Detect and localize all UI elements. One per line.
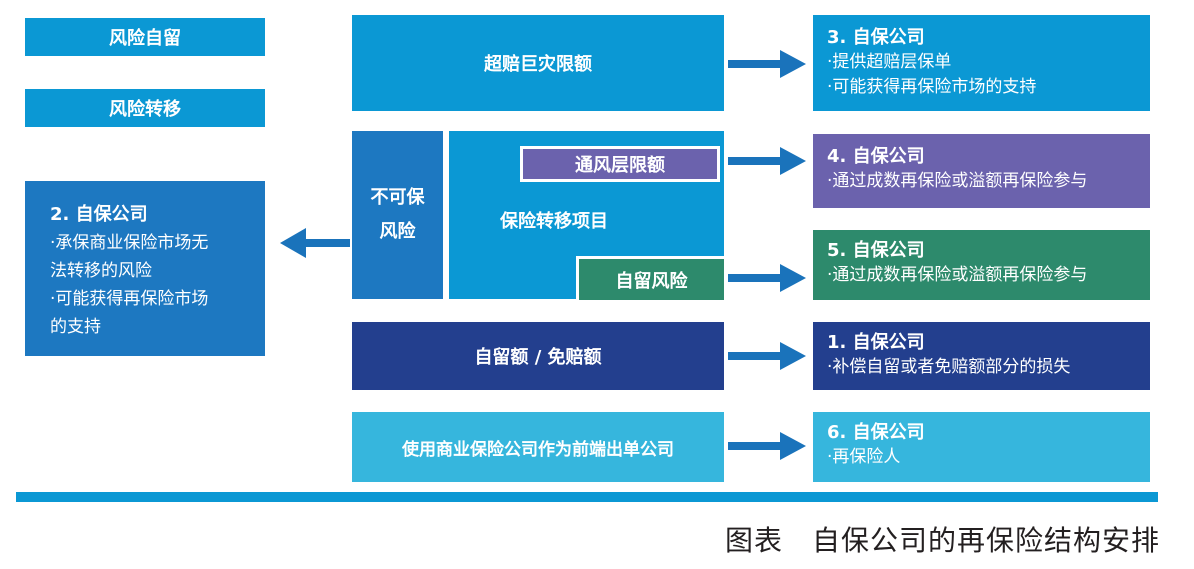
captive-2-title: 2. 自保公司 (50, 204, 148, 225)
fronting-box: 使用商业保险公司作为前端出单公司 (352, 412, 724, 482)
captive-1-title: 1. 自保公司 (827, 332, 925, 353)
arrow-right-icon (728, 50, 806, 78)
captive-2-box: 2. 自保公司 ·承保商业保险市场无 法转移的风险 ·可能获得再保险市场 的支持 (25, 181, 265, 356)
arrow-right-icon (728, 264, 806, 292)
captive-2-line-2: 法转移的风险 (50, 261, 152, 281)
deductible-text: 自留额 / 免赔额 (474, 347, 602, 368)
working-layer-box: 通风层限额 (520, 146, 720, 182)
risk-retention-label: 风险自留 (25, 18, 265, 56)
working-layer-text: 通风层限额 (575, 155, 665, 176)
transfer-program-text: 保险转移项目 (500, 211, 608, 232)
captive-6-line-1: ·再保险人 (827, 447, 901, 467)
captive-2-line-3: ·可能获得再保险市场 (50, 289, 209, 309)
fronting-text: 使用商业保险公司作为前端出单公司 (402, 439, 674, 460)
captive-1-box: 1. 自保公司 ·补偿自留或者免赔额部分的损失 (813, 322, 1150, 390)
captive-4-line-1: ·通过成数再保险或溢额再保险参与 (827, 171, 1088, 191)
arrow-right-icon (728, 342, 806, 370)
risk-transfer-text: 风险转移 (109, 99, 181, 120)
uninsurable-line-2: 风险 (379, 221, 416, 242)
figure-caption: 图表 自保公司的再保险结构安排 (660, 519, 1160, 559)
risk-retention-text: 风险自留 (109, 28, 181, 49)
captive-3-title: 3. 自保公司 (827, 27, 925, 48)
arrow-left-icon (280, 228, 350, 258)
captive-1-line-1: ·补偿自留或者免赔额部分的损失 (827, 357, 1071, 377)
captive-6-box: 6. 自保公司 ·再保险人 (813, 412, 1150, 482)
arrow-right-icon (728, 432, 806, 460)
excess-catastrophe-text: 超赔巨灾限额 (484, 54, 592, 75)
captive-3-box: 3. 自保公司 ·提供超赔层保单 ·可能获得再保险市场的支持 (813, 15, 1150, 111)
captive-4-box: 4. 自保公司 ·通过成数再保险或溢额再保险参与 (813, 134, 1150, 208)
retained-risk-text: 自留风险 (615, 270, 688, 292)
uninsurable-risk-box: 不可保 风险 (352, 131, 443, 299)
arrow-right-icon (728, 147, 806, 175)
captive-2-line-1: ·承保商业保险市场无 (50, 233, 209, 253)
bottom-divider (16, 492, 1158, 502)
risk-transfer-label: 风险转移 (25, 89, 265, 127)
captive-5-line-1: ·通过成数再保险或溢额再保险参与 (827, 265, 1088, 285)
captive-2-line-4: 的支持 (50, 317, 101, 337)
captive-4-title: 4. 自保公司 (827, 146, 925, 167)
deductible-layer: 自留额 / 免赔额 (352, 322, 724, 390)
captive-6-title: 6. 自保公司 (827, 422, 925, 443)
captive-3-line-1: ·提供超赔层保单 (827, 52, 952, 72)
captive-3-line-2: ·可能获得再保险市场的支持 (827, 77, 1037, 97)
figure-caption-text: 图表 自保公司的再保险结构安排 (724, 524, 1160, 557)
excess-catastrophe-layer: 超赔巨灾限额 (352, 15, 724, 111)
uninsurable-line-1: 不可保 (370, 187, 425, 208)
captive-5-box: 5. 自保公司 ·通过成数再保险或溢额再保险参与 (813, 230, 1150, 300)
retained-risk-box: 自留风险 (576, 256, 724, 300)
captive-5-title: 5. 自保公司 (827, 240, 925, 261)
